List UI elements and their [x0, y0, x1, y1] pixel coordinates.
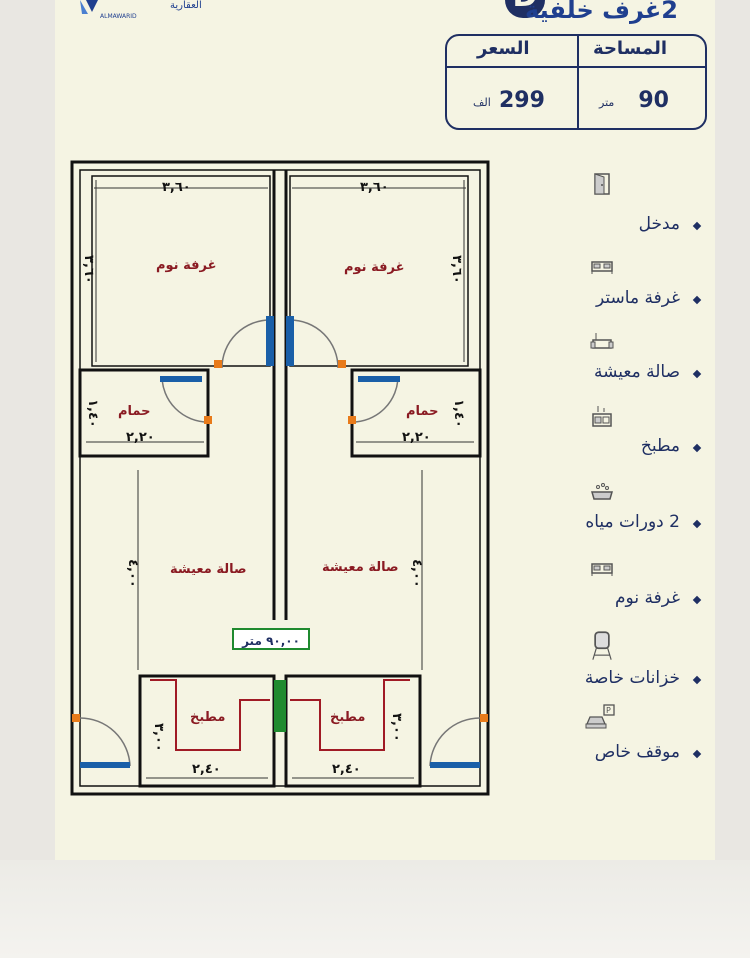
kitchen-icon — [592, 406, 612, 427]
room-living-left: صالة معيشة — [170, 562, 247, 577]
dim-kitchen-depth-left: ٣,٠٠ — [150, 723, 166, 752]
feature-label: 2 دورات مياه — [585, 512, 680, 532]
feature-label: خزانات خاصة — [584, 668, 680, 688]
room-living-right: صالة معيشة — [322, 560, 399, 575]
company-logo: ALMAWARID — [80, 0, 137, 20]
outer-wall-inner — [79, 169, 481, 787]
feature-label: موقف خاص — [594, 742, 680, 762]
feature-label: غرفة نوم — [615, 588, 680, 608]
feature-label: مدخل — [638, 214, 680, 234]
dim-bedroom-depth-left: ٣,٦٠ — [80, 255, 96, 284]
dim-bedroom-width-left: ٣,٦٠ — [162, 180, 191, 195]
price-value: 299 — [499, 88, 545, 113]
dim-living-depth-right: ٤,٠٠ — [408, 559, 424, 588]
water-tank-icon — [592, 631, 612, 660]
plan-title: 2غرف خلفية — [525, 0, 678, 24]
room-bedroom-right: غرفة نوم — [344, 260, 405, 275]
dim-bath-width-right: ٢,٢٠ — [402, 430, 431, 445]
bath-left-outline — [78, 368, 210, 458]
area-unit: متر — [599, 96, 615, 109]
price-label: السعر — [477, 38, 530, 59]
bed-icon — [591, 563, 613, 576]
floor-plan-drawing — [70, 160, 490, 796]
dim-bath-depth-left: ١,٤٠ — [84, 399, 100, 428]
background-glow — [0, 860, 750, 958]
room-bath-left: حمام — [118, 404, 151, 419]
feature-label: صالة معيشة — [593, 362, 680, 382]
room-kitchen-right: مطبخ — [330, 710, 366, 725]
dim-kitchen-width-right: ٢,٤٠ — [332, 762, 361, 777]
feature-label: غرفة ماستر — [596, 288, 680, 308]
bedroom-left-outline — [91, 175, 271, 367]
price-unit: الف — [473, 96, 491, 109]
bath-right-outline — [350, 368, 482, 458]
plan-letter: D — [505, 0, 545, 18]
parking-icon: P — [585, 704, 615, 729]
area-value: 90 — [638, 88, 669, 113]
floor-plan: غرفة نوم غرفة نوم حمام حمام صالة معيشة ص… — [60, 150, 500, 810]
bed-icon — [591, 261, 613, 274]
room-bedroom-left: غرفة نوم — [156, 258, 217, 273]
dim-bath-width-left: ٢,٢٠ — [126, 430, 155, 445]
info-box: المساحة السعر 90 متر 299 الف — [445, 34, 707, 130]
outer-wall — [70, 160, 490, 796]
feature-label: مطبخ — [640, 436, 680, 456]
room-kitchen-left: مطبخ — [190, 710, 226, 725]
info-header-line — [447, 66, 705, 68]
svg-text:P: P — [606, 706, 611, 715]
dim-bedroom-width-right: ٣,٦٠ — [360, 180, 389, 195]
bathtub-icon — [591, 483, 613, 500]
dim-bedroom-depth-right: ٣,٦٠ — [448, 255, 464, 284]
dim-bath-depth-right: ١,٤٠ — [450, 399, 466, 428]
logo-text: ALMAWARID — [100, 13, 137, 20]
dim-kitchen-width-left: ٢,٤٠ — [192, 762, 221, 777]
total-area-badge: ٩٠,٠٠ متر — [232, 628, 310, 650]
room-bath-right: حمام — [406, 404, 439, 419]
dim-kitchen-depth-right: ٣,٠٠ — [388, 713, 404, 742]
sofa-icon — [590, 333, 614, 349]
bedroom-right-outline — [289, 175, 469, 367]
area-label: المساحة — [593, 38, 667, 59]
brand-text: العقارية — [170, 0, 202, 11]
door-icon — [594, 173, 610, 195]
info-divider — [577, 36, 579, 130]
dim-living-depth-left: ٤,٠٠ — [124, 559, 140, 588]
